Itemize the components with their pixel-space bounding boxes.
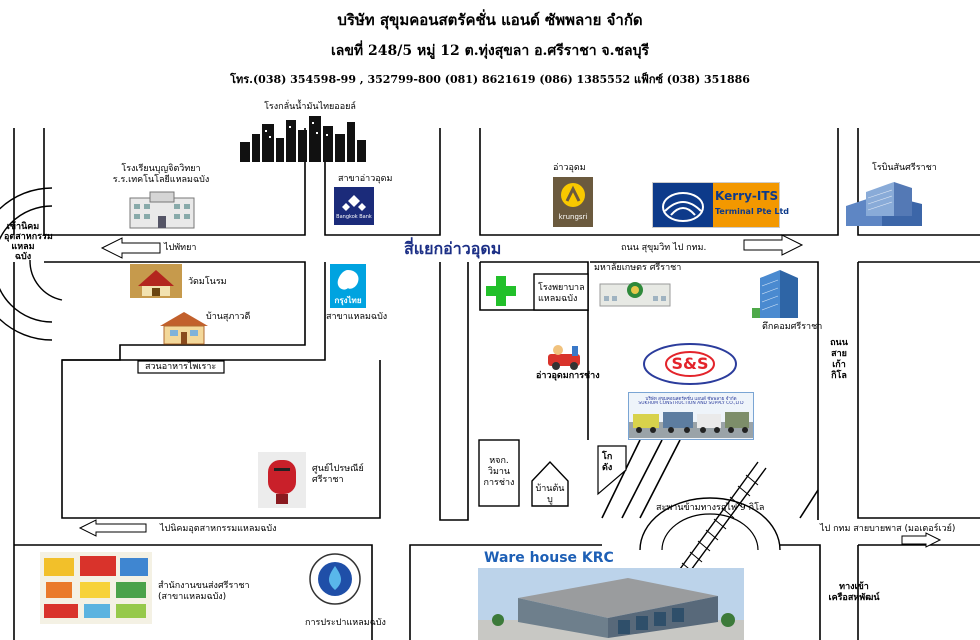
bangkok-bank-label: สาขาอ่าวอุดม — [338, 174, 393, 184]
temple-label: วัดมโนรม — [188, 277, 227, 287]
warehouse-krc-title: Ware house KRC — [484, 550, 614, 566]
kerry-logo: Kerry-ITS Terminal Pte Ltd — [652, 182, 789, 228]
tower-label: ตึกคอมศรีราชา — [762, 322, 823, 332]
arrow-right-icon — [901, 532, 942, 548]
kerry-sphere-icon — [662, 192, 704, 222]
trucks-photo-icon — [629, 412, 753, 438]
refinery-skyline-icon — [240, 116, 366, 162]
company-logo-text: S&S — [671, 354, 709, 373]
sahapat-entrance-label: ทางเข้า เครือสหพัฒน์ — [828, 582, 880, 603]
ktb-logo-text: กรุงไทย — [334, 296, 362, 305]
university-building-icon — [599, 282, 671, 307]
bridge-label: สะพานข้ามทางรถไฟ 9 กิโล — [656, 503, 765, 513]
bangkok-bank-logo-text: Bangkok Bank — [336, 214, 372, 220]
arrow-left-icon — [100, 237, 161, 259]
ktb-label: สาขาแหลมฉบัง — [326, 312, 388, 322]
bangkok-bank-logo-icon: Bangkok Bank — [334, 187, 374, 225]
waterworks-seal-icon — [309, 553, 361, 605]
krungsri-logo-icon: krungsri — [553, 177, 593, 227]
small-warehouse-label: โก ดัง — [602, 452, 613, 473]
refinery-label: โรงกลั่นน้ำมันไทยออยล์ — [264, 102, 356, 112]
kerry-title: Kerry-ITS — [715, 189, 779, 203]
company-logo-badge: S&S — [642, 342, 738, 386]
robinson-label: โรบินสันศรีราชา — [872, 163, 937, 173]
temple-icon — [130, 264, 182, 298]
vehicles-icon — [40, 552, 152, 624]
house2-label: บ้านต้น บู — [535, 484, 565, 505]
hospital-label: โรงพยาบาล แหลมฉบัง — [538, 283, 585, 304]
house-icon — [160, 312, 208, 345]
company-name: บริษัท สุขุมคอนสตรัคชั่น แอนด์ ซัพพลาย จ… — [337, 11, 643, 29]
ktb-logo-icon: กรุงไทย — [330, 264, 366, 308]
arrow-right-icon — [743, 234, 804, 256]
house-label: บ้านสุภาวดี — [206, 312, 251, 322]
mechanic-icon — [548, 345, 580, 370]
university-label: มหาลัยเกษตร ศรีราชา — [594, 263, 682, 273]
arrow-left-icon — [78, 519, 147, 537]
krungsri-area-label: อ่าวอุดม — [553, 163, 586, 173]
tower-building-icon — [752, 270, 798, 318]
school-building-icon — [129, 191, 195, 229]
company-contact: โทร.(038) 354598-99 , 352799-800 (081) 8… — [230, 73, 750, 86]
post-box-icon — [258, 452, 306, 508]
company-banner-en: SUKHUM CONSTRUCTION AND SUPPLY CO.,LTD — [638, 401, 744, 406]
company-banner-th: บริษัท สุขุมคอนสตรัคชั่น แอนด์ ซัพพลาย จ… — [645, 397, 737, 402]
to-pattaya-label: ไปพัทยา — [164, 243, 197, 253]
vimarn-label: หจก. วิมาน การช่าง — [483, 456, 515, 488]
krungsri-logo-text: krungsri — [558, 213, 588, 221]
office-building-icon — [846, 182, 922, 226]
school-label: โรงเรียนบุญจิตวิทยา ร.ร.เทคโนโลยีแหลมฉบั… — [112, 164, 210, 185]
garage-label: อ่าวอุดมการช่าง — [536, 371, 600, 381]
company-address: เลขที่ 248/5 หมู่ 12 ต.ทุ่งสุขลา อ.ศรีรา… — [330, 43, 649, 59]
company-banner: บริษัท สุขุมคอนสตรัคชั่น แอนด์ ซัพพลาย จ… — [628, 392, 754, 440]
waterworks-label: การประปาแหลมฉบัง — [305, 618, 386, 628]
intersection-label: สี่แยกอ่าวอุดม — [404, 239, 502, 258]
restaurant-label: สวนอาหารไพเราะ — [145, 362, 217, 372]
kerry-subtitle: Terminal Pte Ltd — [715, 207, 790, 216]
hospital-cross-icon — [486, 276, 516, 306]
sukhumvit-label: ถนน สุขุมวิท ไป กทม. — [621, 243, 707, 253]
to-bkk-motorway-label: ไป กทม สายบายพาส (มอเตอร์เวย์) — [820, 524, 956, 534]
transport-office-label: สำนักงานขนส่งศรีราชา (สาขาแหลมฉบัง) — [158, 581, 250, 602]
road-9km-label: ถนน สาย เก้า กิโล — [830, 338, 848, 381]
warehouse-render-icon — [478, 568, 744, 640]
post-office-label: ศูนย์ไปรษณีย์ ศรีราชา — [312, 464, 364, 485]
to-estate-label: ไปนิคมอุตสาหกรรมแหลมฉบัง — [160, 524, 277, 534]
estate-entrance-label: เข้านิคมอุตสาหกรรมแหลมฉบัง — [4, 222, 53, 262]
